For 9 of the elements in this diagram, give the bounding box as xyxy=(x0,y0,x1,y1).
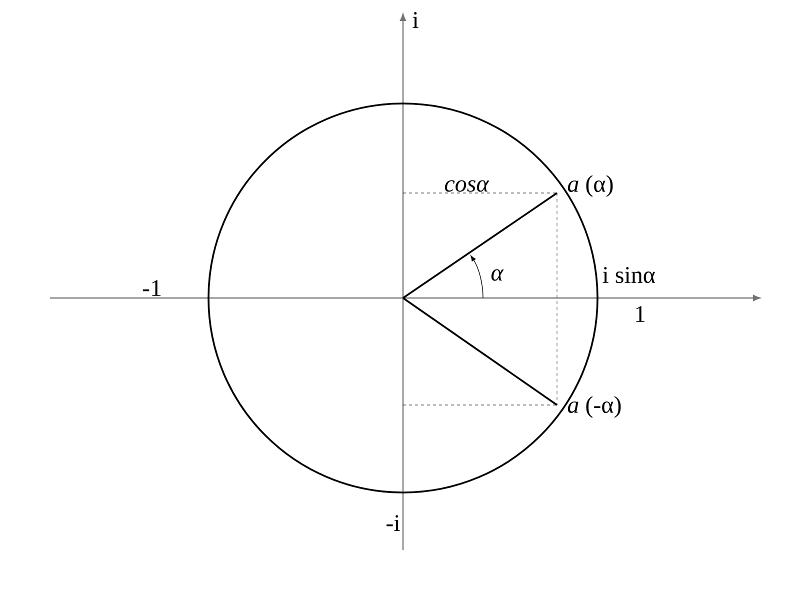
coordinate-label: i sinα xyxy=(602,266,655,284)
point-label: a (-α) xyxy=(568,396,621,418)
point-label: a (α) xyxy=(568,175,613,197)
axis-label: -1 xyxy=(142,280,161,296)
axis-label: i xyxy=(412,12,418,28)
axis-label: 1 xyxy=(636,306,645,322)
axis-label: -i xyxy=(386,515,400,531)
angle-label: α xyxy=(491,269,504,281)
coordinate-label: cosα xyxy=(444,180,490,192)
